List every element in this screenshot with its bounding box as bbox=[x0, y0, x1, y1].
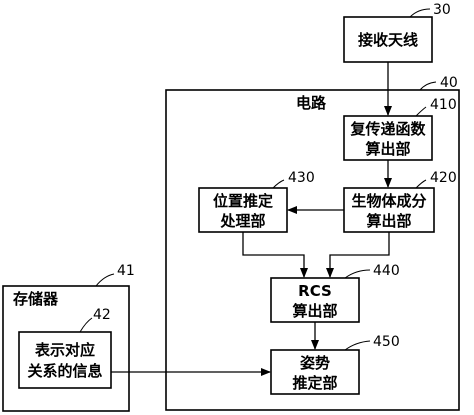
posture-ref: 450 bbox=[373, 334, 400, 350]
info-ref: 42 bbox=[93, 307, 111, 323]
pos-ref: 430 bbox=[288, 170, 315, 186]
tf-leader bbox=[415, 106, 427, 117]
bio-ref: 420 bbox=[430, 170, 457, 186]
bio-label-line1: 生物体成分 bbox=[351, 192, 426, 210]
circuit-ref: 40 bbox=[440, 75, 458, 91]
bio-box bbox=[343, 187, 435, 233]
pos-label-line1: 位置推定 bbox=[213, 192, 273, 210]
arrow-pos-to-rcs bbox=[242, 232, 308, 278]
rcs-label-line2: 算出部 bbox=[292, 302, 337, 320]
antenna-ref: 30 bbox=[433, 2, 451, 18]
rcs-label-line1: RCS bbox=[298, 282, 332, 300]
arrow-bio-to-rcs bbox=[326, 232, 390, 278]
tf-label-line1: 复传递函数 bbox=[349, 120, 426, 138]
rcs-leader bbox=[344, 269, 371, 279]
pos-label-line2: 处理部 bbox=[219, 212, 265, 230]
tf-ref: 410 bbox=[430, 97, 457, 113]
antenna-box bbox=[343, 16, 433, 63]
info-box bbox=[18, 331, 112, 389]
posture-label-line1: 姿势 bbox=[300, 354, 330, 372]
pos-box bbox=[198, 187, 288, 233]
antenna-label: 接收天线 bbox=[358, 31, 418, 49]
circuit-leader bbox=[419, 81, 437, 91]
rcs-ref: 440 bbox=[373, 263, 400, 279]
circuit-label: 电路 bbox=[296, 94, 327, 112]
info-label-line1: 表示对应 bbox=[35, 341, 95, 359]
posture-leader bbox=[344, 340, 371, 351]
memory-label: 存储器 bbox=[13, 290, 59, 308]
posture-label-line2: 推定部 bbox=[292, 374, 337, 392]
bio-label-line2: 算出部 bbox=[366, 212, 411, 230]
posture-box bbox=[270, 349, 360, 395]
info-leader bbox=[79, 317, 93, 333]
info-label-line2: 关系的信息 bbox=[27, 362, 102, 380]
bio-leader bbox=[415, 179, 427, 189]
memory-leader bbox=[95, 273, 115, 287]
pos-leader bbox=[272, 179, 285, 189]
tf-label-line2: 算出部 bbox=[365, 140, 410, 158]
memory-container bbox=[2, 285, 130, 412]
memory-ref: 41 bbox=[117, 263, 135, 279]
antenna-leader bbox=[409, 8, 431, 18]
circuit-container bbox=[165, 89, 460, 411]
